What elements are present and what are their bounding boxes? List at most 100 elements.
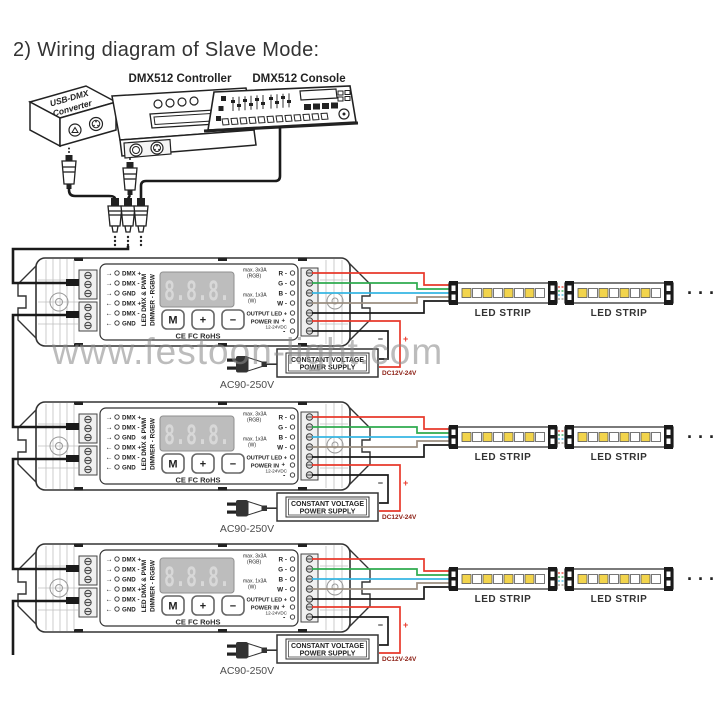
output-labels: max. 3x3A (RGB) max. 1x3A (W) R - G - B … [243,268,296,336]
dimmer-row-1: → DMX + → DMX - → GND ← DMX + ← DMX - ← [0,256,728,406]
svg-text:-: - [283,473,286,480]
svg-text:R -: R - [278,271,287,278]
mount-tabs [74,401,307,491]
svg-text:(RGB): (RGB) [247,274,262,280]
xlr-connector [133,198,149,247]
mode-button [161,595,185,616]
svg-text:G -: G - [278,281,287,288]
display-digits: 8.8.8. [164,420,230,451]
svg-text:(W): (W) [248,443,256,449]
svg-text:+: + [282,605,286,611]
dmx-in-wire-plug [66,279,79,286]
led-strip-1 [448,425,558,449]
svg-text:POWER IN: POWER IN [251,320,279,326]
led-chips [461,432,545,442]
led-dimmer-unit: → DMX + → DMX - → GND ← DMX + ← DMX - ← [17,257,371,347]
output-terminal [300,553,319,623]
dmx-out-wire-plug [66,311,79,318]
console-faders [231,93,291,111]
svg-text:DMX +: DMX + [122,414,141,421]
led-strip-1 [448,567,558,591]
controller-xlr-plug [122,158,138,195]
psu-label-line1: CONSTANT VOLTAGE [291,357,364,364]
power-wires [312,464,401,512]
dmx-out-terminal [78,301,98,332]
power-wires [312,320,401,368]
led-strip-1-label: LED STRIP [475,594,532,605]
dimmer-row-2: → DMX + → DMX - → GND ← DMX + ← DMX - ← [0,400,728,550]
svg-text:B -: B - [278,577,287,584]
led-strip-1-label: LED STRIP [475,452,532,463]
svg-text:OUTPUT LED +: OUTPUT LED + [246,456,287,462]
led-strip-2-label: LED STRIP [591,594,648,605]
dmx-in-terminal [78,269,98,300]
svg-text:12-24VDC: 12-24VDC [266,325,288,330]
dc-voltage-label: DC12V-24V [382,656,417,663]
ac-plug [227,500,277,517]
output-terminal [300,411,319,481]
svg-text:POWER IN: POWER IN [251,606,279,612]
svg-text:→: → [106,435,113,442]
led-strip-2 [564,281,674,305]
power-supply: CONSTANT VOLTAGE POWER SUPPLY [276,348,379,378]
ac-plug [227,642,277,659]
plus-button-label: + [200,601,206,613]
led-strip-1 [448,281,558,305]
strip-link-wires [558,572,565,586]
led-chips [461,574,545,584]
dimmer-row-3: → DMX + → DMX - → GND ← DMX + ← DMX - ← [0,542,728,692]
page-title: 2) Wiring diagram of Slave Mode: [13,39,320,61]
top-devices: USB-DMX Converter DMX512 Controller [0,0,728,252]
dmx-out-wire-plug [66,597,79,604]
svg-text:DMX +: DMX + [122,556,141,563]
svg-text:GND: GND [122,606,136,613]
product-name-line2: DIMMER - RGBW [150,559,157,612]
power-supply: CONSTANT VOLTAGE POWER SUPPLY [276,634,379,664]
dmx-in-terminal [78,555,98,586]
svg-text:POWER IN: POWER IN [251,464,279,470]
plus-button-label: + [200,315,206,327]
svg-text:max. 3x3A: max. 3x3A [243,268,267,274]
seven-segment-display [159,415,235,452]
minus-button-label: − [230,459,236,471]
led-chips [577,288,661,298]
power-wires [312,606,401,654]
svg-text:+: + [282,319,286,325]
output-labels: max. 3x3A (RGB) max. 1x3A (W) R - G - B … [243,554,296,622]
svg-text:R -: R - [278,415,287,422]
svg-text:→: → [106,557,113,564]
svg-text:←: ← [106,607,113,614]
led-dimmer-unit: → DMX + → DMX - → GND ← DMX + ← DMX - ← [17,543,371,633]
svg-text:DMX -: DMX - [122,280,140,287]
certification-marks: CE FC RoHS [176,332,221,341]
svg-text:GND: GND [122,576,136,583]
led-dimmer-unit: → DMX + → DMX - → GND ← DMX + ← DMX - ← [17,401,371,491]
svg-text:max. 1x3A: max. 1x3A [243,437,267,443]
panel-buttons: M + − [161,595,245,616]
ac-voltage-label: AC90-250V [220,523,274,535]
psu-minus-label: − [378,334,383,344]
dmx-pin-labels: → DMX + → DMX - → GND ← DMX + ← DMX - ← [106,556,142,613]
console-label: DMX512 Console [252,73,345,85]
strip-link-wires [558,286,565,300]
psu-minus-label: − [378,620,383,630]
svg-text:←: ← [106,311,113,318]
svg-text:GND: GND [122,464,136,471]
svg-text:-: - [283,615,286,622]
xlr-connector [107,198,123,247]
mode-button [161,453,185,474]
power-supply: CONSTANT VOLTAGE POWER SUPPLY [276,492,379,522]
svg-text:DMX -: DMX - [122,454,140,461]
product-name-line1: LED DMX & PWM [141,274,148,327]
psu-plus-label: + [403,478,408,488]
led-strip-2 [564,567,674,591]
plus-button [191,309,215,330]
controller-label: DMX512 Controller [129,73,232,85]
more-strips-ellipsis: · · · [687,283,715,303]
svg-text:DMX +: DMX + [122,444,141,451]
plus-button-label: + [200,459,206,471]
xlr-connector-trio [107,198,149,247]
svg-text:→: → [106,281,113,288]
product-name-line1: LED DMX & PWM [141,560,148,613]
